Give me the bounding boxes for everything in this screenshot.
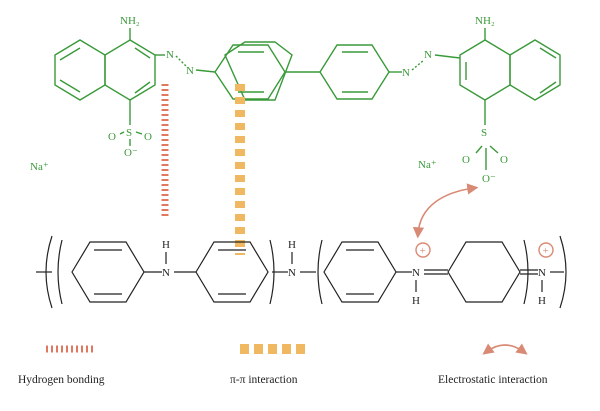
left-so-bond-b [135,131,143,135]
right-so-bond-a [475,145,483,154]
polymer-h3: H [412,295,420,307]
legend-electrostatic-label: Electrostatic interaction [438,374,548,386]
left-sulfur: S [126,127,132,139]
paren-right-open [317,239,323,305]
ring-azo-bond-left [195,69,216,73]
right-oxygen-b: O [500,154,508,166]
dye-biphenyl-rings [214,41,390,101]
right-sodium: Na⁺ [418,159,437,171]
left-so-bond-a [119,131,125,135]
bracket-left-outer [45,235,53,309]
right-naphthalene-ring [459,39,561,101]
polymer-n1: N [162,267,170,279]
right-azo-n1: N [402,67,410,79]
polymer-h4: H [538,295,546,307]
left-naphthalene-ring [54,39,156,101]
legend: Hydrogen bonding π-π interaction Electro… [18,343,548,386]
polyaniline-chain: N H N H N + H N + H [36,235,567,309]
right-azo-ring-bond [434,54,461,59]
polymer-h1: H [162,239,170,251]
polymer-n3: N [412,267,420,279]
legend-hydrogen-label: Hydrogen bonding [18,374,105,386]
legend-pi-label: π-π interaction [230,374,298,386]
left-oxygen-minus: O⁻ [124,147,138,159]
paren-right-close [523,239,529,305]
right-oxygen-a: O [462,154,470,166]
right-sulfur: S [481,127,487,139]
polymer-n2: N [288,267,296,279]
left-azo-n2: N [186,65,194,77]
left-azo-double-bond [175,55,187,67]
left-azo-n1: N [166,49,174,61]
charge-label-2: + [543,245,549,257]
charge-label-1: + [420,245,426,257]
polymer-n4: N [538,267,546,279]
right-so-bond-b [489,145,499,154]
right-amine-label: NH₂ [475,15,495,27]
bracket-right-outer [559,235,567,309]
electrostatic-arrow [412,183,479,239]
left-amine-label: NH₂ [120,15,140,27]
polymer-h2: H [288,239,296,251]
positive-charge-2 [538,242,554,258]
dye-molecule: NH₂ N N S O O O⁻ Na⁺ N N [30,15,561,185]
paren-left [57,239,63,305]
left-sodium: Na⁺ [30,161,49,173]
right-oxygen-minus: O⁻ [482,173,496,185]
right-azo-n2: N [424,49,432,61]
right-azo-double-bond [411,59,425,71]
left-oxygen-a: O [108,131,116,143]
legend-electrostatic-swatch [482,343,528,355]
positive-charge-1 [415,242,431,258]
left-oxygen-b: O [144,131,152,143]
